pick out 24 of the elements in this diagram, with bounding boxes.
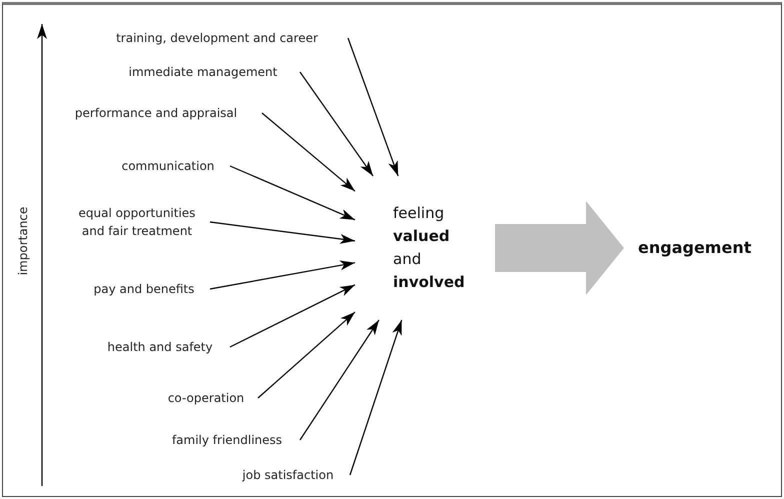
- arrow: [210, 221, 356, 244]
- arrow: [258, 312, 356, 398]
- factor-label: pay and benefits: [94, 281, 194, 298]
- arrow: [210, 260, 356, 290]
- factor-label: co-operation: [168, 390, 244, 407]
- factor-label: performance and appraisal: [74, 105, 238, 122]
- arrow: [300, 320, 380, 440]
- arrow: [349, 320, 402, 476]
- factor-label: family friendliness: [172, 432, 282, 449]
- arrow: [300, 72, 374, 176]
- arrow: [262, 112, 356, 192]
- factor-label: health and safety: [107, 339, 213, 356]
- node-label: feeling valued and involved: [393, 203, 466, 293]
- node-label: engagement: [638, 237, 752, 259]
- axis-label: importance: [15, 206, 31, 278]
- arrow: [347, 38, 399, 176]
- factor-label: training, development and career: [116, 30, 318, 47]
- factor-label: communication: [122, 158, 214, 175]
- block-arrow: [495, 201, 624, 295]
- factor-label: job satisfaction: [242, 467, 334, 484]
- arrow: [230, 165, 356, 220]
- factor-label: immediate management: [128, 64, 278, 81]
- factor-label: equal opportunities and fair treatment: [78, 205, 196, 240]
- arrow: [230, 284, 356, 348]
